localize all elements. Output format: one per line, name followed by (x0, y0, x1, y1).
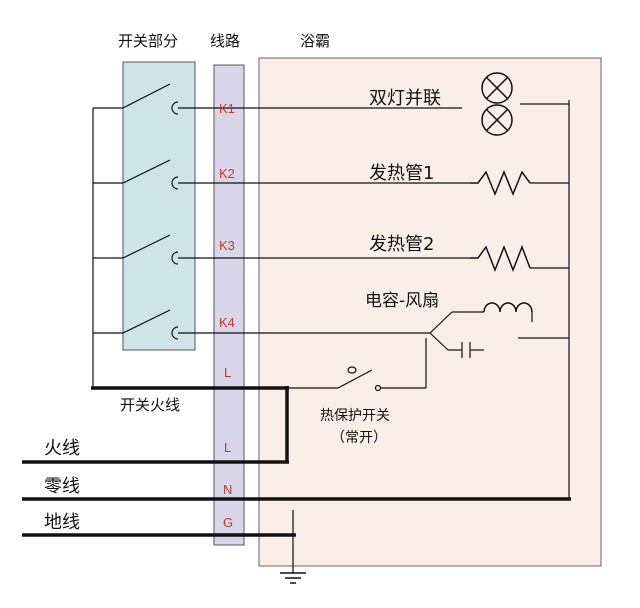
lamp-icon (481, 72, 513, 136)
terminal-l-switch-label: L (224, 365, 231, 380)
bath-heater-header: 浴霸 (300, 32, 330, 50)
neutral-wire-label: 零线 (44, 476, 80, 497)
thermal-switch-label: 热保护开关 (320, 408, 390, 424)
terminal-k3-label: K3 (219, 238, 235, 253)
terminal-strip (213, 64, 245, 546)
ground-symbol (280, 572, 306, 584)
terminal-k2-label: K2 (219, 166, 235, 181)
heavy-wires (22, 386, 571, 537)
switch-section-header: 开关部分 (118, 32, 178, 50)
terminal-k4-label: K4 (219, 315, 235, 330)
terminal-k1-label: K1 (219, 101, 235, 116)
wires (92, 83, 570, 573)
wiring-header: 线路 (210, 32, 240, 50)
switch-live-label: 开关火线 (120, 396, 180, 414)
bath-heater-box (258, 57, 602, 567)
ground-wire-label: 地线 (44, 512, 80, 533)
heater-tube-1-label: 发热管1 (369, 163, 434, 184)
heater-tube-2-label: 发热管2 (369, 234, 434, 255)
double-lamp-label: 双灯并联 (369, 88, 441, 109)
heater-tube-1-icon (470, 170, 531, 196)
terminal-n-label: N (223, 482, 232, 497)
thermal-switch-note: （常开） (331, 430, 387, 446)
terminal-g-label: G (223, 515, 233, 530)
terminal-l-live-label: L (224, 440, 231, 455)
capacitor-fan-label: 电容-风扇 (365, 291, 439, 311)
live-wire-label: 火线 (44, 438, 80, 459)
heater-tube-2-icon (470, 244, 531, 273)
switch-box (122, 61, 196, 351)
